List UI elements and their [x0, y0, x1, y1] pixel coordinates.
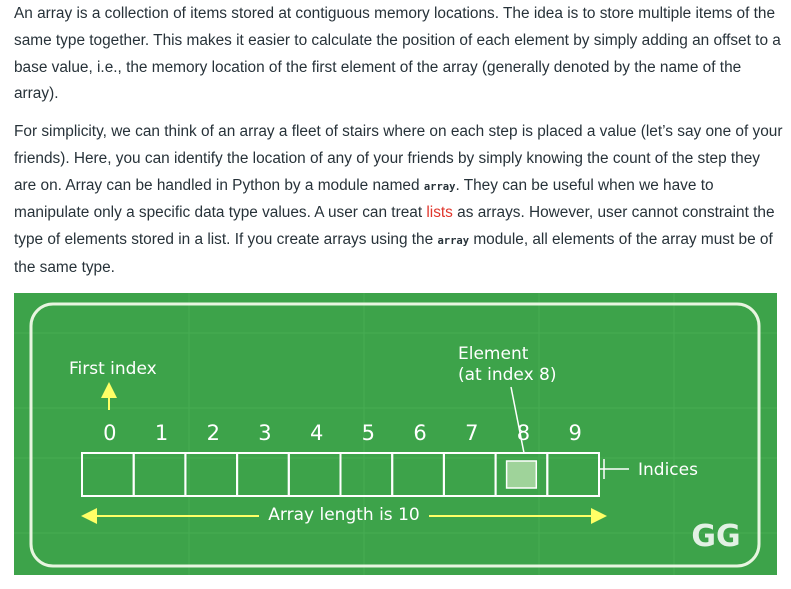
paragraph-text-part4: module, all elements of the array must b…	[14, 231, 773, 276]
element-pointer-line	[510, 386, 525, 454]
gfg-logo: GG	[691, 519, 740, 554]
array-diagram-svg: First index Element (at index 8) 0 1 2 3 4 5 6…	[14, 293, 777, 575]
paragraph-text-part3: as arrays. However, user cannot constrai…	[14, 204, 775, 249]
index-label-7: 7	[465, 421, 478, 445]
index-label-5: 5	[362, 421, 375, 445]
diagram-background	[14, 293, 777, 575]
index-label-3: 3	[258, 421, 271, 445]
index-label-0: 0	[103, 421, 116, 445]
indices-label: Indices	[638, 460, 698, 480]
index-label-2: 2	[207, 421, 220, 445]
paragraph-text-part1: For simplicity, we can think of an array…	[14, 123, 783, 194]
paragraph-text: An array is a collection of items stored…	[14, 5, 781, 103]
highlighted-element	[505, 460, 538, 489]
paragraph-array-simplicity: For simplicity, we can think of an array…	[14, 119, 784, 282]
array-length-label: Array length is 10	[268, 505, 419, 525]
array-diagram: First index Element (at index 8) 0 1 2 3 4 5 6…	[14, 293, 777, 575]
array-cell-9	[546, 452, 600, 497]
background-grid	[14, 293, 777, 575]
element-label-line2: (at index 8)	[458, 365, 556, 385]
lists-link[interactable]: lists	[426, 204, 453, 222]
index-labels: 0 1 2 3 4 5 6 7 8 9	[103, 421, 582, 445]
paragraph-text-part2: . They can be useful when we have to man…	[14, 176, 714, 222]
paragraph-array-definition: An array is a collection of items stored…	[14, 1, 784, 108]
index-label-1: 1	[155, 421, 168, 445]
index-label-6: 6	[413, 421, 426, 445]
index-label-9: 9	[568, 421, 581, 445]
element-label-line1: Element	[458, 344, 529, 364]
inline-code-array: array	[423, 180, 456, 193]
array-cells	[81, 452, 600, 497]
first-index-label: First index	[69, 359, 157, 379]
inline-code-array-module: array	[437, 235, 470, 248]
index-label-4: 4	[310, 421, 323, 445]
diagram-border	[29, 302, 761, 568]
index-label-8: 8	[517, 421, 530, 445]
